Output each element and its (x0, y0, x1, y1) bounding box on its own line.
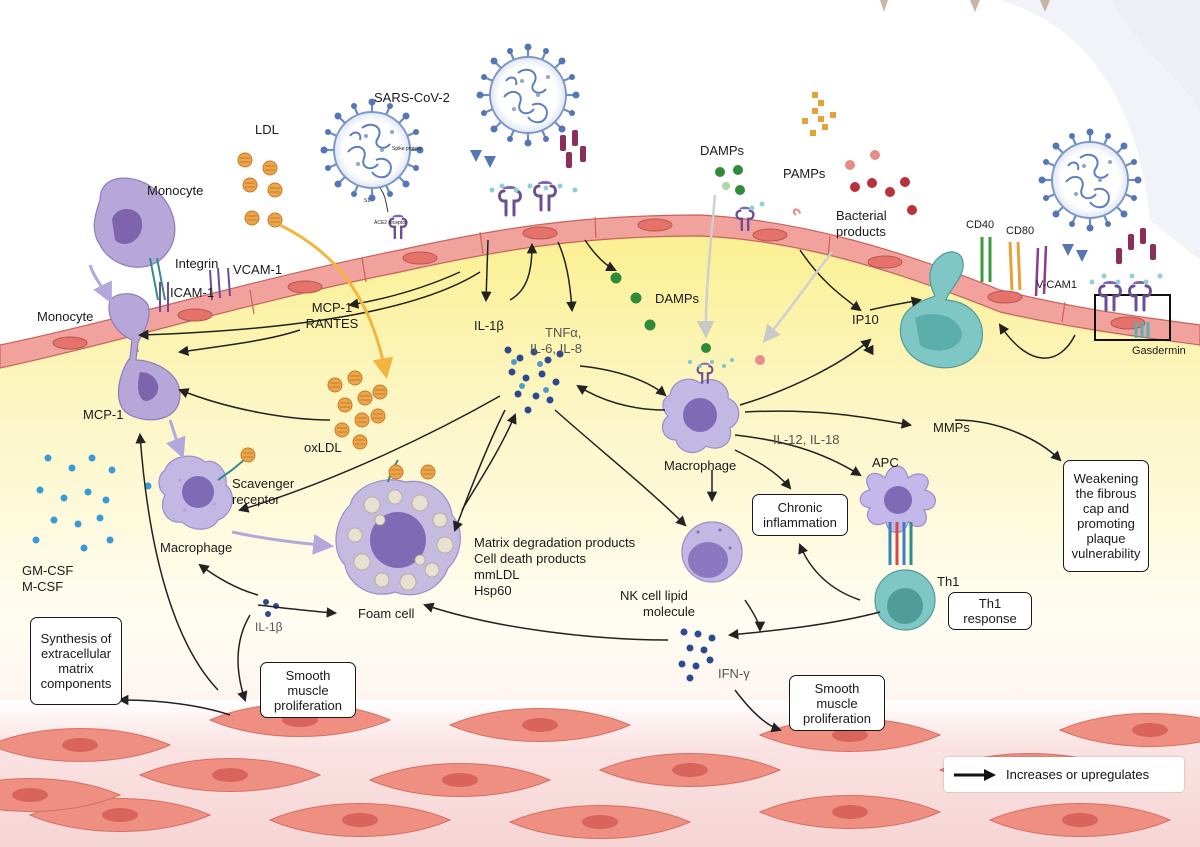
il1b-bottom-label: IL-1β (255, 620, 283, 634)
gmcsf-label: GM-CSF (22, 563, 74, 578)
mmldl-label: mmLDL (474, 567, 520, 582)
oxldl-label: oxLDL (304, 440, 342, 455)
vcam-label: VCAM-1 (233, 262, 283, 277)
hsp60-label: Hsp60 (474, 583, 512, 598)
legend-arrow-icon (954, 768, 996, 781)
legend-text: Increases or upregulates (1006, 767, 1150, 782)
matrix-degradation-label: Matrix degradation products (474, 535, 636, 550)
rantes-label: RANTES (305, 316, 359, 331)
mmps-label: MMPs (933, 420, 970, 435)
damps-mid-label: DAMPs (655, 291, 700, 306)
apc-label: APC (872, 455, 899, 470)
integrin-label: Integrin (175, 256, 219, 271)
cell-death-label: Cell death products (474, 551, 587, 566)
macrophage-left-label: Macrophage (160, 540, 233, 555)
icam-label: ICAM-1 (170, 285, 215, 300)
mcsf-label: M-CSF (22, 579, 64, 594)
smooth-muscle-right-box: Smooth muscle proliferation (789, 675, 885, 731)
tnfa-label: TNFα, (545, 325, 582, 340)
il12-il18-label: IL-12, IL-18 (773, 432, 840, 447)
monocyte-left-label: Monocyte (37, 309, 94, 324)
monocyte-top-label: Monocyte (147, 183, 204, 198)
products-label: products (836, 224, 886, 239)
pamps-label: PAMPs (783, 166, 826, 181)
weakening-cap-box: Weakening the fibrous cap and promoting … (1063, 460, 1149, 572)
foam-cell-label: Foam cell (358, 606, 415, 621)
macrophage-center-label: Macrophage (664, 458, 737, 473)
ip10-label: IP10 (852, 312, 879, 327)
synthesis-box: Synthesis of extracellular matrix compon… (30, 617, 122, 705)
nk-molecule-label: molecule (643, 604, 696, 619)
sars-cov2-label: SARS-CoV-2 (374, 90, 450, 105)
mcp1-label: MCP-1 (311, 300, 353, 315)
cd40-label: CD40 (966, 219, 995, 231)
gasdermin-label: Gasdermin (1132, 345, 1186, 357)
cd80-label: CD80 (1006, 225, 1035, 237)
nk-cell-label: NK cell lipid (620, 588, 688, 603)
th1-label: Th1 (937, 574, 960, 589)
legend: Increases or upregulates (944, 757, 1184, 792)
il1b-top-label: IL-1β (474, 318, 504, 333)
mcp1-left-label: MCP-1 (83, 407, 124, 422)
il6-il8-label: IL-6, IL-8 (530, 341, 583, 356)
scavenger-label: Scavenger (232, 476, 295, 491)
smooth-muscle-left-box: Smooth muscle proliferation (260, 662, 356, 718)
damps-top-label: DAMPs (700, 143, 745, 158)
spike-protein-label: Spike protein (392, 146, 422, 152)
chronic-inflammation-box: Chronic inflammation (752, 494, 848, 536)
ldl-label: LDL (255, 122, 279, 137)
th1-response-box: Th1 response (948, 592, 1032, 630)
vcam1-right-label: V-CAM1 (1036, 279, 1077, 291)
ifng-label: IFN-γ (718, 666, 750, 681)
ace2-receptor-label: ACE2 receptor (374, 220, 407, 226)
s1-label: S1 (364, 198, 371, 204)
receptor-label: receptor (232, 492, 280, 507)
bacterial-label: Bacterial (836, 208, 887, 223)
